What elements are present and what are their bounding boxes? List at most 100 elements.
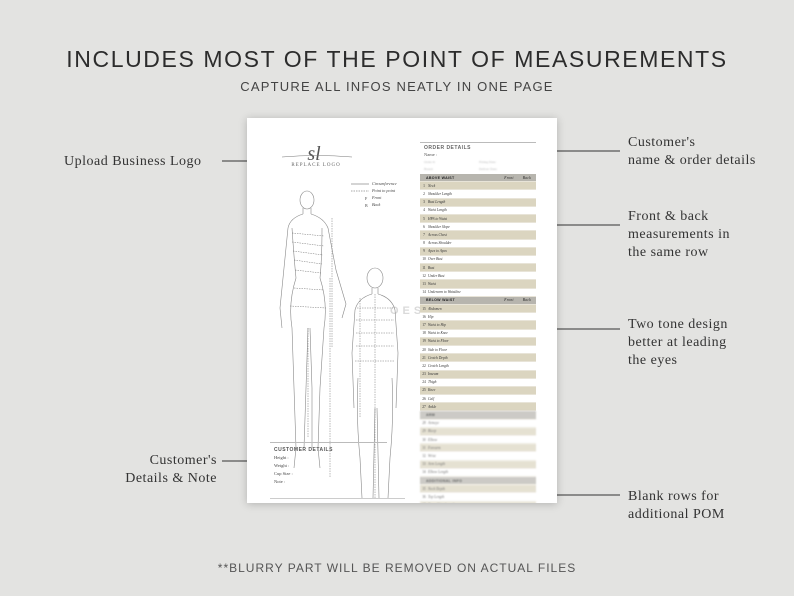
row-label: Neck [428, 183, 436, 188]
customer-height-label: Height : [274, 455, 289, 460]
row-label: Forearm [428, 445, 441, 450]
row-label: Calf [428, 396, 435, 401]
row-label: Waist Length [428, 208, 447, 213]
callout-logo-line: Upload Business Logo [64, 154, 202, 169]
row-label: Abdomen [428, 306, 442, 311]
row-number: 21 [422, 355, 426, 360]
page-subheading: CAPTURE ALL INFOS NEATLY IN ONE PAGE [240, 79, 554, 94]
row-number: 33 [422, 462, 426, 467]
row-label: Crotch Depth [428, 355, 448, 360]
row-number: 17 [422, 322, 426, 327]
row-label: Waist to Hip [428, 322, 446, 327]
callout-front-back-line: measurements in [628, 227, 730, 242]
row-label: HPS to Waist [428, 216, 448, 221]
callout-order-line: Customer's [628, 135, 696, 150]
legend-front: Front [372, 195, 382, 200]
legend-back: Back [372, 202, 381, 207]
callout-two-tone-line: Two tone design [628, 317, 728, 332]
body-croquis [279, 190, 399, 498]
row-number: 10 [422, 257, 426, 262]
row-label: Knee [428, 388, 436, 393]
row-number: 25 [422, 388, 426, 393]
row-label: Across Shoulder [428, 241, 452, 246]
row-label: Elbow [428, 437, 438, 442]
row-label: Elbow Length [428, 470, 449, 475]
row-label: Shoulder Length [428, 191, 452, 196]
callout-blank-rows-line: Blank rows for [628, 489, 719, 504]
logo-underline [281, 155, 353, 158]
callout-blank-rows: Blank rows for additional POM [628, 488, 725, 524]
column-back: Back [522, 298, 532, 303]
row-number: 20 [422, 347, 426, 352]
legend-point-to-point: Point to point [372, 188, 396, 193]
row-number: 28 [422, 421, 426, 426]
row-label: Bust Length [428, 200, 446, 205]
row-label: Top Length [428, 494, 445, 499]
row-number: 31 [422, 445, 426, 450]
order-details-rule [420, 142, 536, 143]
row-label: Over Bust [428, 257, 443, 262]
section-title: ABOVE WAIST [426, 175, 455, 180]
row-label: Ankle [428, 404, 437, 409]
callout-two-tone-line: the eyes [628, 353, 678, 368]
front-measure-lines [289, 218, 333, 478]
row-number: 4 [423, 208, 425, 213]
section-title: ADDITIONAL INFO [426, 478, 463, 483]
column-front: Front [504, 175, 514, 180]
logo-placeholder-text: REPLACE LOGO [291, 163, 341, 168]
row-number: 5 [423, 216, 425, 221]
row-label: Armeye [428, 421, 439, 426]
row-number: 7 [423, 232, 425, 237]
row-label: Wrist [428, 453, 436, 458]
callout-front-back-line: Front & back [628, 209, 709, 224]
row-number: 36 [422, 494, 426, 499]
customer-note-label: Note : [274, 479, 286, 484]
back-measure-lines [355, 294, 395, 498]
callout-order: Customer's name & order details [628, 134, 756, 170]
row-number: 3 [423, 200, 425, 205]
column-back: Back [522, 175, 532, 180]
callout-blank-rows-line: additional POM [628, 507, 725, 522]
measurement-sheet: sl REPLACE LOGO F B Circumference Point … [247, 118, 557, 503]
row-label: Hip [428, 314, 434, 319]
row-label: Neck Depth [428, 486, 445, 491]
row-number: 11 [422, 265, 426, 270]
row-number: 27 [422, 404, 426, 409]
row-number: 24 [422, 380, 426, 385]
row-number: 1 [423, 183, 425, 188]
row-label: Apex to Apex [428, 249, 447, 254]
row-label: Arm Length [428, 462, 446, 467]
callout-two-tone-line: better at leading [628, 335, 727, 350]
customer-details-title: CUSTOMER DETAILS [274, 447, 333, 453]
table-section-header: ADDITIONAL INFO [420, 476, 536, 486]
svg-text:F: F [365, 196, 368, 201]
row-label: Waist [428, 282, 436, 287]
row-label: Thigh [428, 380, 437, 385]
customer-note-rule [270, 498, 405, 499]
back-figure [351, 267, 399, 498]
